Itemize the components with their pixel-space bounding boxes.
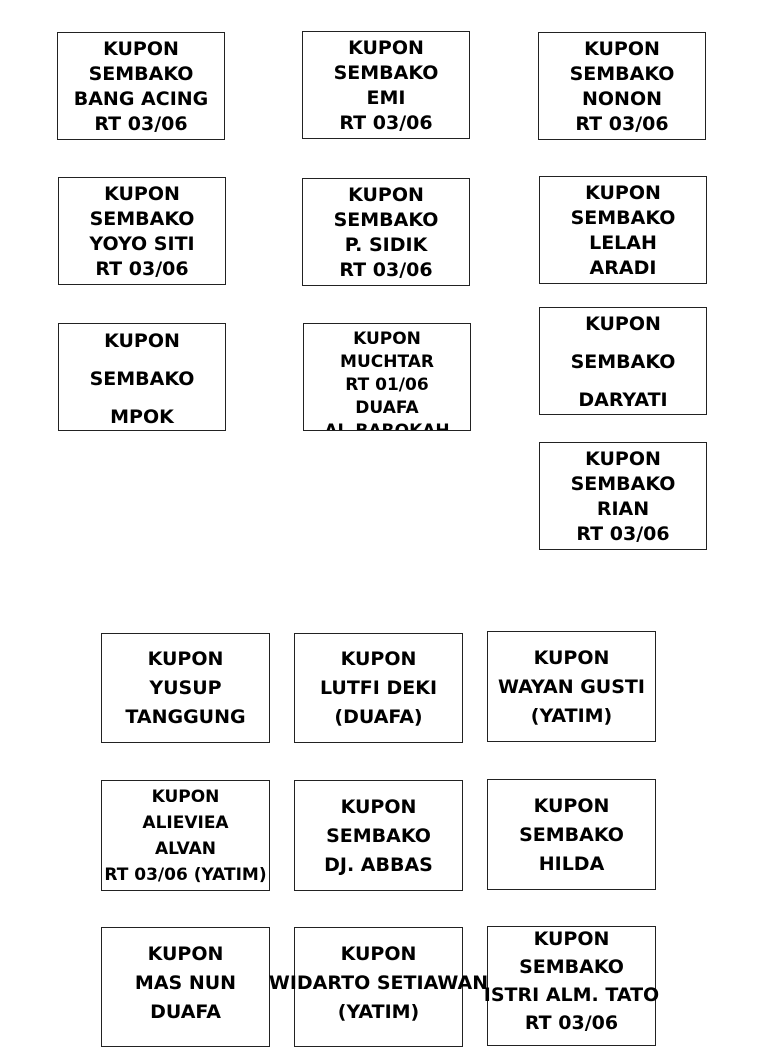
coupon-line: AL-BAROKAH — [324, 420, 450, 431]
coupon-line: KUPON — [585, 181, 661, 204]
coupon-box: KUPON WIDARTO SETIAWAN (YATIM) — [269, 927, 488, 1047]
coupon-line: SEMBAKO — [570, 472, 676, 495]
coupon-line: KUPON — [104, 330, 180, 352]
coupon-line: KUPON — [147, 942, 224, 965]
coupon-line: KUPON — [585, 447, 661, 470]
coupon-line: KUPON — [533, 794, 610, 817]
coupon-line: ALVAN — [154, 839, 217, 859]
coupon-line: RT 03/06 — [339, 258, 433, 281]
coupon-line: RT 01/06 — [345, 374, 429, 395]
coupon-line: DUAFA — [150, 1000, 221, 1023]
coupon-line: WAYAN GUSTI — [498, 675, 645, 698]
coupon-line: KUPON — [533, 928, 610, 950]
coupon-line: SEMBAKO — [333, 61, 439, 84]
coupon-line: ARADI — [589, 256, 657, 279]
coupon-line: LELAH — [589, 231, 657, 254]
coupon-line: DARYATI — [578, 389, 668, 411]
coupon-line: BANG ACING — [73, 87, 209, 110]
coupon-box: KUPON LUTFI DEKI (DUAFA) — [294, 633, 463, 743]
coupon-line: (YATIM) — [530, 704, 613, 727]
coupon-line: ISTRI ALM. TATO — [483, 984, 660, 1006]
coupon-line: SEMBAKO — [519, 956, 624, 978]
coupon-line: SEMBAKO — [89, 368, 195, 390]
coupon-line: TANGGUNG — [125, 705, 246, 728]
coupon-line: KUPON — [585, 313, 661, 335]
coupon-line: RIAN — [596, 497, 650, 520]
coupon-line: RT 03/06 — [339, 111, 433, 134]
coupon-line: KUPON — [147, 647, 224, 670]
coupon-line: SEMBAKO — [89, 207, 195, 230]
coupon-line: SEMBAKO — [569, 62, 675, 85]
coupon-box: KUPON SEMBAKO MPOK — [58, 323, 226, 431]
coupon-line: SEMBAKO — [570, 206, 676, 229]
coupon-box: KUPON SEMBAKO DARYATI — [539, 307, 707, 415]
coupon-line: RT 03/06 — [576, 522, 670, 545]
coupon-box: KUPON WAYAN GUSTI (YATIM) — [487, 631, 656, 742]
coupon-line: DUAFA — [355, 397, 419, 418]
coupon-line: RT 03/06 — [524, 1012, 619, 1034]
coupon-line: RT 03/06 (YATIM) — [104, 865, 267, 885]
coupon-line: MPOK — [110, 406, 174, 428]
coupon-line: KUPON — [584, 37, 660, 60]
coupon-line: EMI — [366, 86, 406, 109]
coupon-line: SEMBAKO — [570, 351, 676, 373]
coupon-line: NONON — [581, 87, 662, 110]
coupon-box: KUPON YUSUP TANGGUNG — [101, 633, 270, 743]
coupon-line: LUTFI DEKI — [319, 676, 438, 699]
coupon-line: SEMBAKO — [326, 824, 431, 847]
coupon-line: MUCHTAR — [340, 351, 434, 372]
coupon-line: RT 03/06 — [95, 257, 189, 280]
coupon-line: KUPON — [340, 942, 417, 965]
coupon-box: KUPON ALIEVIEA ALVAN RT 03/06 (YATIM) — [101, 780, 270, 891]
coupon-line: KUPON — [353, 328, 421, 349]
coupon-line: YOYO SITI — [89, 232, 195, 255]
coupon-line: KUPON — [104, 182, 180, 205]
coupon-line: P. SIDIK — [344, 233, 428, 256]
coupon-line: ALIEVIEA — [142, 813, 229, 833]
coupon-line: KUPON — [348, 183, 424, 206]
coupon-box: KUPON SEMBAKO ISTRI ALM. TATO RT 03/06 — [483, 926, 660, 1046]
coupon-line: HILDA — [538, 852, 605, 875]
coupon-line: KUPON — [151, 787, 220, 807]
coupon-line: (DUAFA) — [334, 705, 423, 728]
coupon-line: WIDARTO SETIAWAN — [268, 971, 489, 994]
coupon-line: RT 03/06 — [94, 112, 188, 135]
coupon-line: KUPON — [103, 37, 179, 60]
coupon-line: KUPON — [340, 647, 417, 670]
coupon-box: KUPON SEMBAKO HILDA — [487, 779, 656, 890]
coupon-line: YUSUP — [149, 676, 222, 699]
coupon-line: RT 03/06 — [575, 112, 669, 135]
coupon-line: SEMBAKO — [333, 208, 439, 231]
coupon-line: (YATIM) — [337, 1000, 420, 1023]
coupon-line: KUPON — [533, 646, 610, 669]
coupon-line: SEMBAKO — [88, 62, 194, 85]
coupon-box: KUPON SEMBAKO DJ. ABBAS — [294, 780, 463, 891]
coupon-box: KUPON MAS NUN DUAFA — [101, 927, 270, 1047]
coupon-line: MAS NUN — [134, 971, 237, 994]
coupon-line: KUPON — [348, 36, 424, 59]
coupon-line: DJ. ABBAS — [324, 853, 433, 876]
coupon-line: SEMBAKO — [519, 823, 624, 846]
coupon-line: KUPON — [340, 795, 417, 818]
